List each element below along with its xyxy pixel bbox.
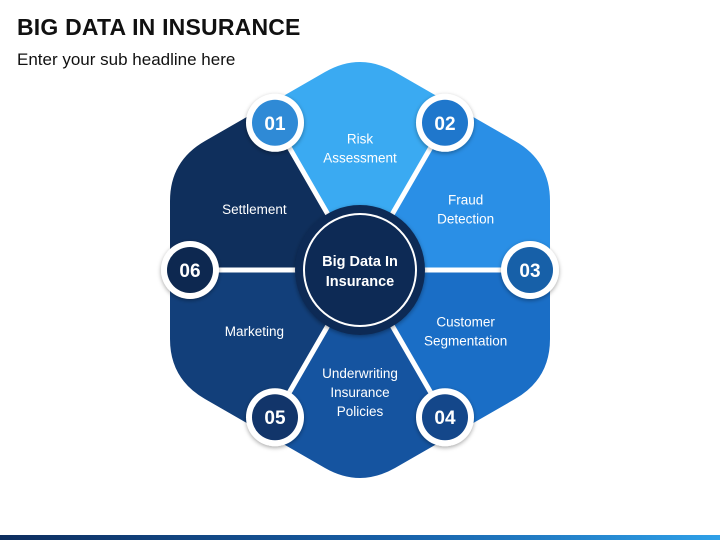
badge-number: 02 [434, 114, 455, 135]
center-label-line: Big Data In [322, 254, 398, 270]
badge-number: 06 [179, 261, 200, 282]
badge-03: 03 [501, 241, 559, 299]
badge-number: 05 [264, 408, 286, 429]
badge-circle [422, 99, 468, 146]
badge-circle [252, 394, 298, 441]
badge-circle [252, 99, 298, 146]
segment-02 [360, 62, 550, 270]
segment-label-06: Settlement [222, 202, 287, 217]
page-title: BIG DATA IN INSURANCE [17, 14, 301, 40]
segment-label-line: Underwriting [322, 366, 398, 381]
segment-label-line: Settlement [222, 202, 287, 217]
badge-01: 01 [246, 93, 304, 152]
segment-06 [170, 62, 360, 270]
badge-circle [422, 394, 468, 441]
badge-05: 05 [246, 388, 304, 447]
center-inner-ring [303, 213, 417, 327]
badge-04: 04 [416, 388, 474, 447]
segment-label-line: Fraud [448, 193, 483, 208]
badge-number: 03 [519, 261, 540, 282]
segment-label-05: Marketing [225, 324, 284, 339]
segment-label-line: Policies [337, 404, 384, 419]
badge-circle [167, 247, 213, 293]
center-label: Big Data In Insurance [322, 254, 398, 290]
segment-label-line: Assessment [323, 151, 397, 166]
bottom-accent-bar [0, 535, 720, 540]
badge-02: 02 [416, 93, 474, 152]
segment-05 [170, 270, 360, 478]
page-subtitle: Enter your sub headline here [17, 50, 236, 69]
badge-number: 04 [434, 408, 456, 429]
segment-label-line: Risk [347, 132, 373, 147]
badge-number: 01 [264, 114, 286, 135]
center-label-line: Insurance [326, 274, 395, 290]
segment-03 [360, 270, 550, 478]
badge-06: 06 [161, 241, 219, 299]
segment-label-line: Insurance [330, 385, 389, 400]
segment-label-line: Segmentation [424, 334, 507, 349]
badge-circle [507, 247, 553, 293]
segment-label-line: Detection [437, 212, 494, 227]
segment-label-line: Customer [436, 315, 495, 330]
center-circle [295, 205, 425, 335]
segment-label-line: Marketing [225, 324, 284, 339]
